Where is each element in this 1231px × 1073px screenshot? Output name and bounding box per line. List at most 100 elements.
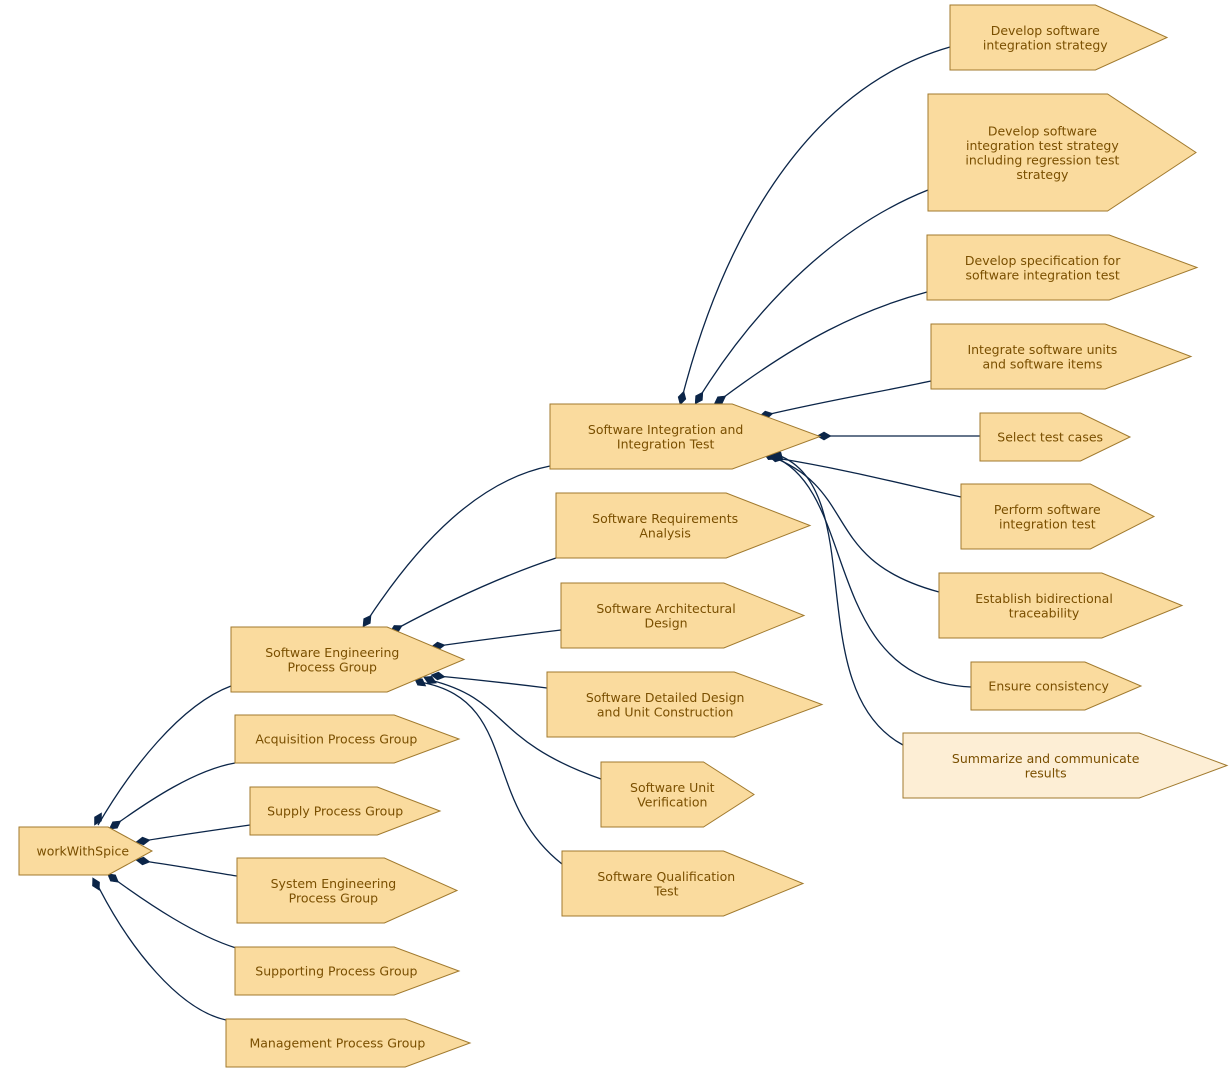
edge-software-engineering-to-sw-requirements bbox=[389, 557, 557, 633]
composition-diamond-icon bbox=[430, 671, 446, 681]
node-label-line: Test bbox=[653, 883, 679, 898]
node-label-line: Develop software bbox=[991, 23, 1100, 38]
node-label-line: traceability bbox=[1009, 605, 1080, 620]
node-label-line: Software Integration and bbox=[588, 422, 743, 437]
composition-diamond-icon bbox=[423, 676, 437, 684]
edge-line bbox=[698, 189, 929, 399]
edges-layer bbox=[92, 46, 980, 1021]
edge-workWithSpice-to-management bbox=[92, 877, 227, 1021]
node-label-line: results bbox=[1025, 765, 1067, 780]
composition-diamond-icon bbox=[677, 390, 687, 406]
composition-diamond-icon bbox=[92, 877, 100, 891]
composition-diamond-icon bbox=[107, 873, 119, 883]
node-label-line: strategy bbox=[1016, 167, 1069, 182]
node-label-line: Supply Process Group bbox=[267, 804, 403, 819]
node-ensure-consistency[interactable]: Ensure consistency bbox=[970, 661, 1143, 711]
edge-sw-integration-test-to-perform-integration-test bbox=[768, 453, 962, 498]
node-label-line: Supporting Process Group bbox=[255, 964, 417, 979]
edge-line bbox=[419, 681, 563, 865]
edge-line bbox=[95, 881, 227, 1021]
node-label-line: Software Architectural bbox=[596, 601, 735, 616]
node-label-line: and software items bbox=[982, 356, 1102, 371]
edge-line bbox=[765, 380, 932, 416]
edge-line bbox=[771, 455, 972, 688]
edge-software-engineering-to-sw-integration-test bbox=[362, 465, 551, 628]
node-label-line: Establish bidirectional bbox=[975, 591, 1113, 606]
edge-line bbox=[719, 291, 928, 401]
composition-diamond-icon bbox=[816, 431, 832, 441]
node-label-line: Ensure consistency bbox=[988, 679, 1109, 694]
node-shape bbox=[949, 4, 1169, 71]
node-label-line: Analysis bbox=[639, 525, 691, 540]
composition-diamond-icon bbox=[94, 812, 102, 826]
node-label-line: Software Engineering bbox=[265, 645, 399, 660]
edge-workWithSpice-to-software-engineering bbox=[94, 685, 232, 826]
edge-sw-integration-test-to-develop-integration-strategy bbox=[677, 46, 951, 406]
node-label: Select test cases bbox=[997, 430, 1103, 445]
node-shape bbox=[236, 857, 459, 924]
edge-workWithSpice-to-system-engineering bbox=[135, 856, 238, 877]
node-label-line: Develop specification for bbox=[965, 253, 1121, 268]
edge-line bbox=[777, 454, 904, 746]
node-shape bbox=[938, 572, 1184, 639]
edge-workWithSpice-to-acquisition bbox=[108, 762, 236, 830]
node-management[interactable]: Management Process Group bbox=[225, 1018, 472, 1068]
node-shape bbox=[555, 492, 812, 559]
edge-line bbox=[142, 824, 251, 842]
edge-sw-integration-test-to-ensure-consistency bbox=[765, 451, 972, 688]
node-shape bbox=[902, 732, 1229, 799]
node-label-line: integration strategy bbox=[983, 37, 1108, 52]
node-shape bbox=[561, 850, 805, 917]
node-label-line: and Unit Construction bbox=[597, 704, 734, 719]
node-label-line: Develop software bbox=[988, 123, 1097, 138]
node-acquisition[interactable]: Acquisition Process Group bbox=[234, 714, 461, 764]
node-supply[interactable]: Supply Process Group bbox=[249, 786, 442, 836]
node-shape bbox=[249, 786, 442, 836]
edge-line bbox=[775, 457, 962, 498]
node-label: Ensure consistency bbox=[988, 679, 1109, 694]
edge-line bbox=[429, 679, 602, 780]
node-shape bbox=[970, 661, 1143, 711]
node-shape bbox=[225, 1018, 472, 1068]
node-workWithSpice[interactable]: workWithSpice bbox=[18, 826, 154, 876]
node-shape bbox=[234, 714, 461, 764]
node-shape bbox=[960, 483, 1156, 550]
node-supporting[interactable]: Supporting Process Group bbox=[234, 946, 461, 996]
node-select-test-cases[interactable]: Select test cases bbox=[979, 412, 1132, 462]
edge-sw-integration-test-to-develop-specification bbox=[713, 291, 928, 405]
node-label-line: Process Group bbox=[289, 890, 379, 905]
edge-line bbox=[769, 455, 940, 593]
node-shape bbox=[927, 93, 1197, 212]
node-label: workWithSpice bbox=[37, 844, 130, 859]
edge-line bbox=[112, 877, 237, 949]
node-shape bbox=[926, 234, 1199, 301]
node-label-line: Verification bbox=[637, 794, 707, 809]
composition-diamond-icon bbox=[694, 391, 704, 405]
node-shape bbox=[600, 761, 755, 828]
node-label-line: Software Requirements bbox=[592, 511, 738, 526]
